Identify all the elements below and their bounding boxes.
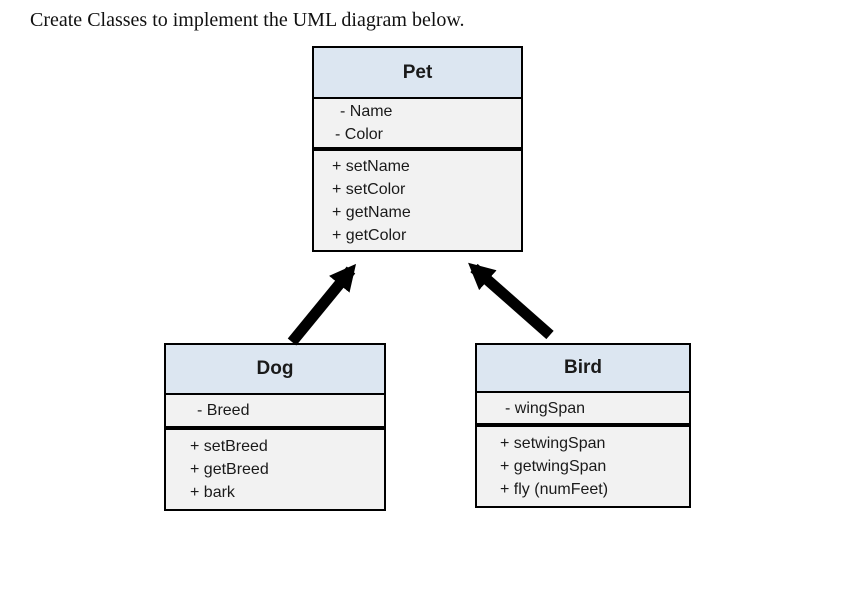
method: + getName xyxy=(332,203,411,221)
method: + getColor xyxy=(332,226,407,244)
attribute: - Name xyxy=(340,103,393,120)
inheritance-arrow-dog-to-pet xyxy=(287,263,357,346)
class-attributes-dog: - Breed xyxy=(166,395,384,430)
method: + setName xyxy=(332,157,410,175)
method: + bark xyxy=(190,484,235,501)
class-box-dog: Dog - Breed + setBreed + getBreed + bark xyxy=(164,343,386,511)
method: + setBreed xyxy=(190,438,268,455)
class-name-bird: Bird xyxy=(477,345,689,393)
attribute: - wingSpan xyxy=(505,399,586,417)
class-box-pet: Pet - Name - Color + setName + setColor … xyxy=(312,46,523,252)
class-attributes-pet: - Name - Color xyxy=(314,99,521,151)
method: + setwingSpan xyxy=(500,435,606,452)
class-box-bird: Bird - wingSpan + setwingSpan + getwingS… xyxy=(475,343,691,508)
class-attributes-bird: - wingSpan xyxy=(477,393,689,427)
attribute: - Color xyxy=(335,126,384,143)
method: + getwingSpan xyxy=(500,458,607,475)
inheritance-arrow-bird-to-pet xyxy=(468,262,554,340)
class-name-dog: Dog xyxy=(166,345,384,395)
method: + getBreed xyxy=(190,461,269,478)
class-name-pet: Pet xyxy=(314,48,521,99)
attribute: - Breed xyxy=(197,402,250,419)
class-methods-dog: + setBreed + getBreed + bark xyxy=(166,430,384,509)
method: + setColor xyxy=(332,180,406,198)
class-methods-pet: + setName + setColor + getName + getColo… xyxy=(314,151,521,250)
method: + fly (numFeet) xyxy=(500,481,609,498)
class-methods-bird: + setwingSpan + getwingSpan + fly (numFe… xyxy=(477,427,689,506)
instruction-text: Create Classes to implement the UML diag… xyxy=(30,9,465,31)
